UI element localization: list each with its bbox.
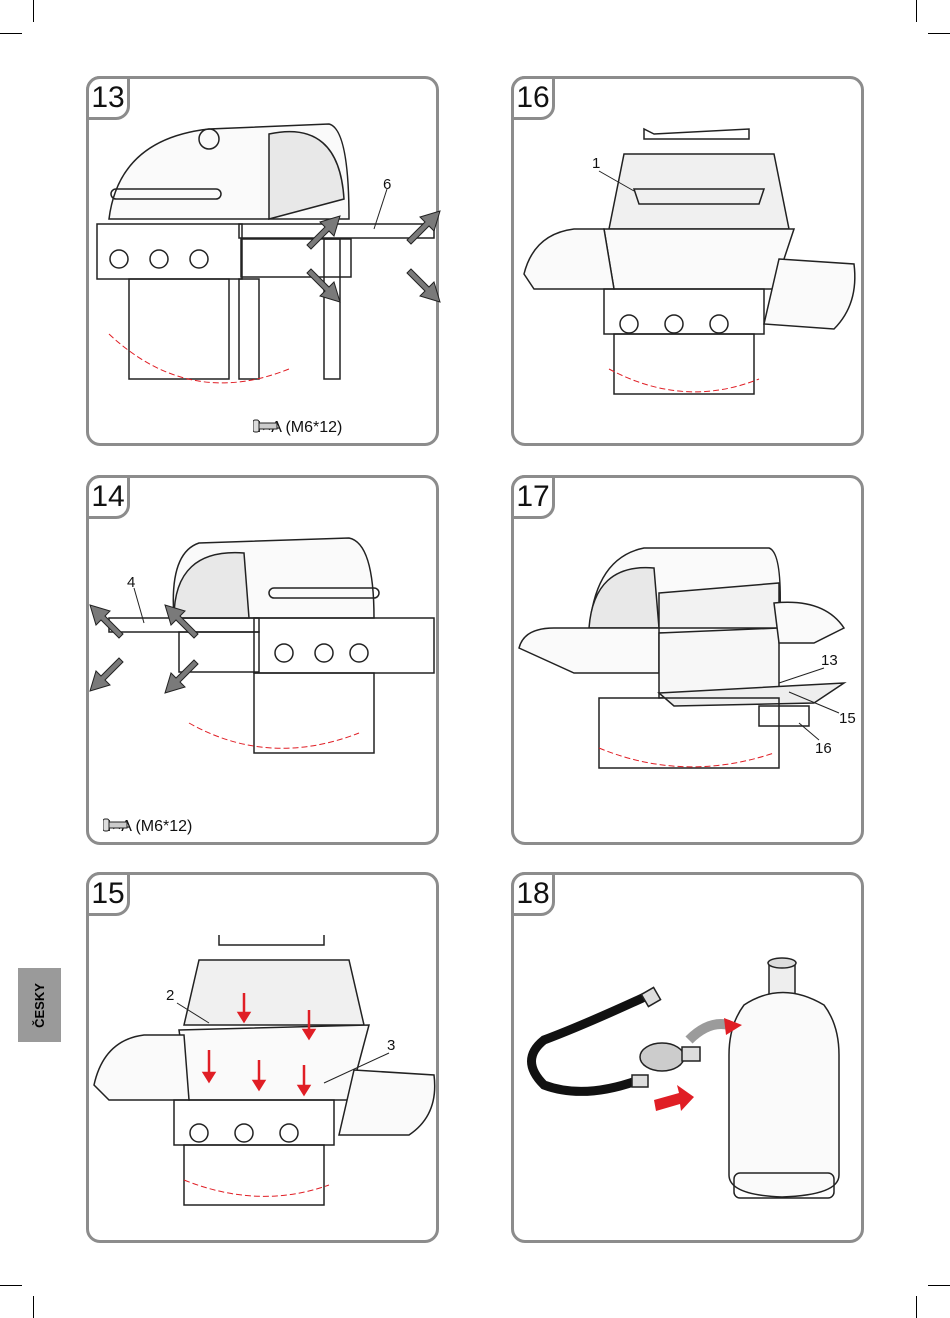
callout-label: 2 (166, 987, 174, 1004)
language-tab-label: ČESKY (32, 983, 47, 1028)
step-18-panel: 18 (511, 872, 864, 1243)
crop-mark (916, 0, 917, 22)
crop-mark (0, 33, 22, 34)
grill-side-shelf-illustration (89, 79, 442, 449)
step-number: 13 (86, 76, 130, 120)
callout-label: 1 (592, 155, 600, 172)
screw-icon (103, 818, 129, 832)
callout-label: 6 (383, 176, 391, 193)
step-number: 14 (86, 475, 130, 519)
step-13-panel: 13 6 4×A (M6*12) (86, 76, 439, 446)
step-17-panel: 17 13 15 16 (511, 475, 864, 845)
crop-mark (928, 33, 950, 34)
callout-label: 13 (821, 652, 838, 669)
step-number: 15 (86, 872, 130, 916)
language-tab: ČESKY (18, 968, 61, 1042)
callout-label: 3 (387, 1037, 395, 1054)
grill-left-shelf-illustration (89, 478, 442, 848)
step-15-panel: 15 2 3 (86, 872, 439, 1243)
callout-label: 16 (815, 740, 832, 757)
gas-cylinder-regulator-illustration (514, 875, 867, 1246)
grill-cooking-grates-illustration (89, 875, 442, 1246)
screw-note: 4×A (M6*12) (253, 419, 342, 437)
crop-mark (33, 0, 34, 22)
screw-icon (253, 419, 279, 433)
step-number: 17 (511, 475, 555, 519)
screw-note: 4×A (M6*12) (103, 818, 192, 836)
step-14-panel: 14 4 4×A (M6*12) (86, 475, 439, 845)
grill-warming-rack-illustration (514, 79, 867, 449)
callout-label: 4 (127, 574, 135, 591)
crop-mark (0, 1285, 22, 1286)
crop-mark (928, 1285, 950, 1286)
grill-grease-tray-illustration (514, 478, 867, 848)
step-number: 16 (511, 76, 555, 120)
crop-mark (33, 1296, 34, 1318)
crop-mark (916, 1296, 917, 1318)
step-16-panel: 16 1 (511, 76, 864, 446)
callout-label: 15 (839, 710, 856, 727)
step-number: 18 (511, 872, 555, 916)
